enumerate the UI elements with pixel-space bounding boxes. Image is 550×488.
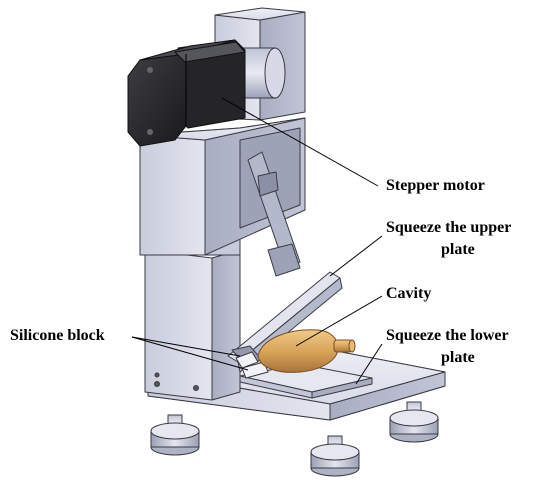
label-lower-plate-line2: plate [441,349,475,366]
label-lower-plate-line1: Squeeze the lower [386,327,509,344]
leader-stepper-motor [221,97,379,187]
leader-cavity [295,295,383,347]
foot-right [389,401,439,443]
label-upper-plate-line1: Squeeze the upper [386,219,512,236]
stepper-motor [127,39,246,147]
sample-cavity [257,329,356,373]
linkage-arm [247,151,301,277]
leveling-feet [150,401,439,477]
leader-silicone-top [131,336,241,357]
silicone-blocks [235,351,269,379]
leader-lines [131,97,383,385]
label-upper-plate-line2: plate [441,241,475,258]
label-stepper-motor: Stepper motor [386,177,485,194]
leader-silicone-bottom [131,336,249,371]
label-cavity: Cavity [386,285,432,302]
label-silicone-block: Silicone block [10,327,105,344]
foot-left [150,414,200,456]
foot-middle [310,435,360,477]
leader-lower-plate [355,343,383,385]
leader-upper-plate [329,235,383,277]
